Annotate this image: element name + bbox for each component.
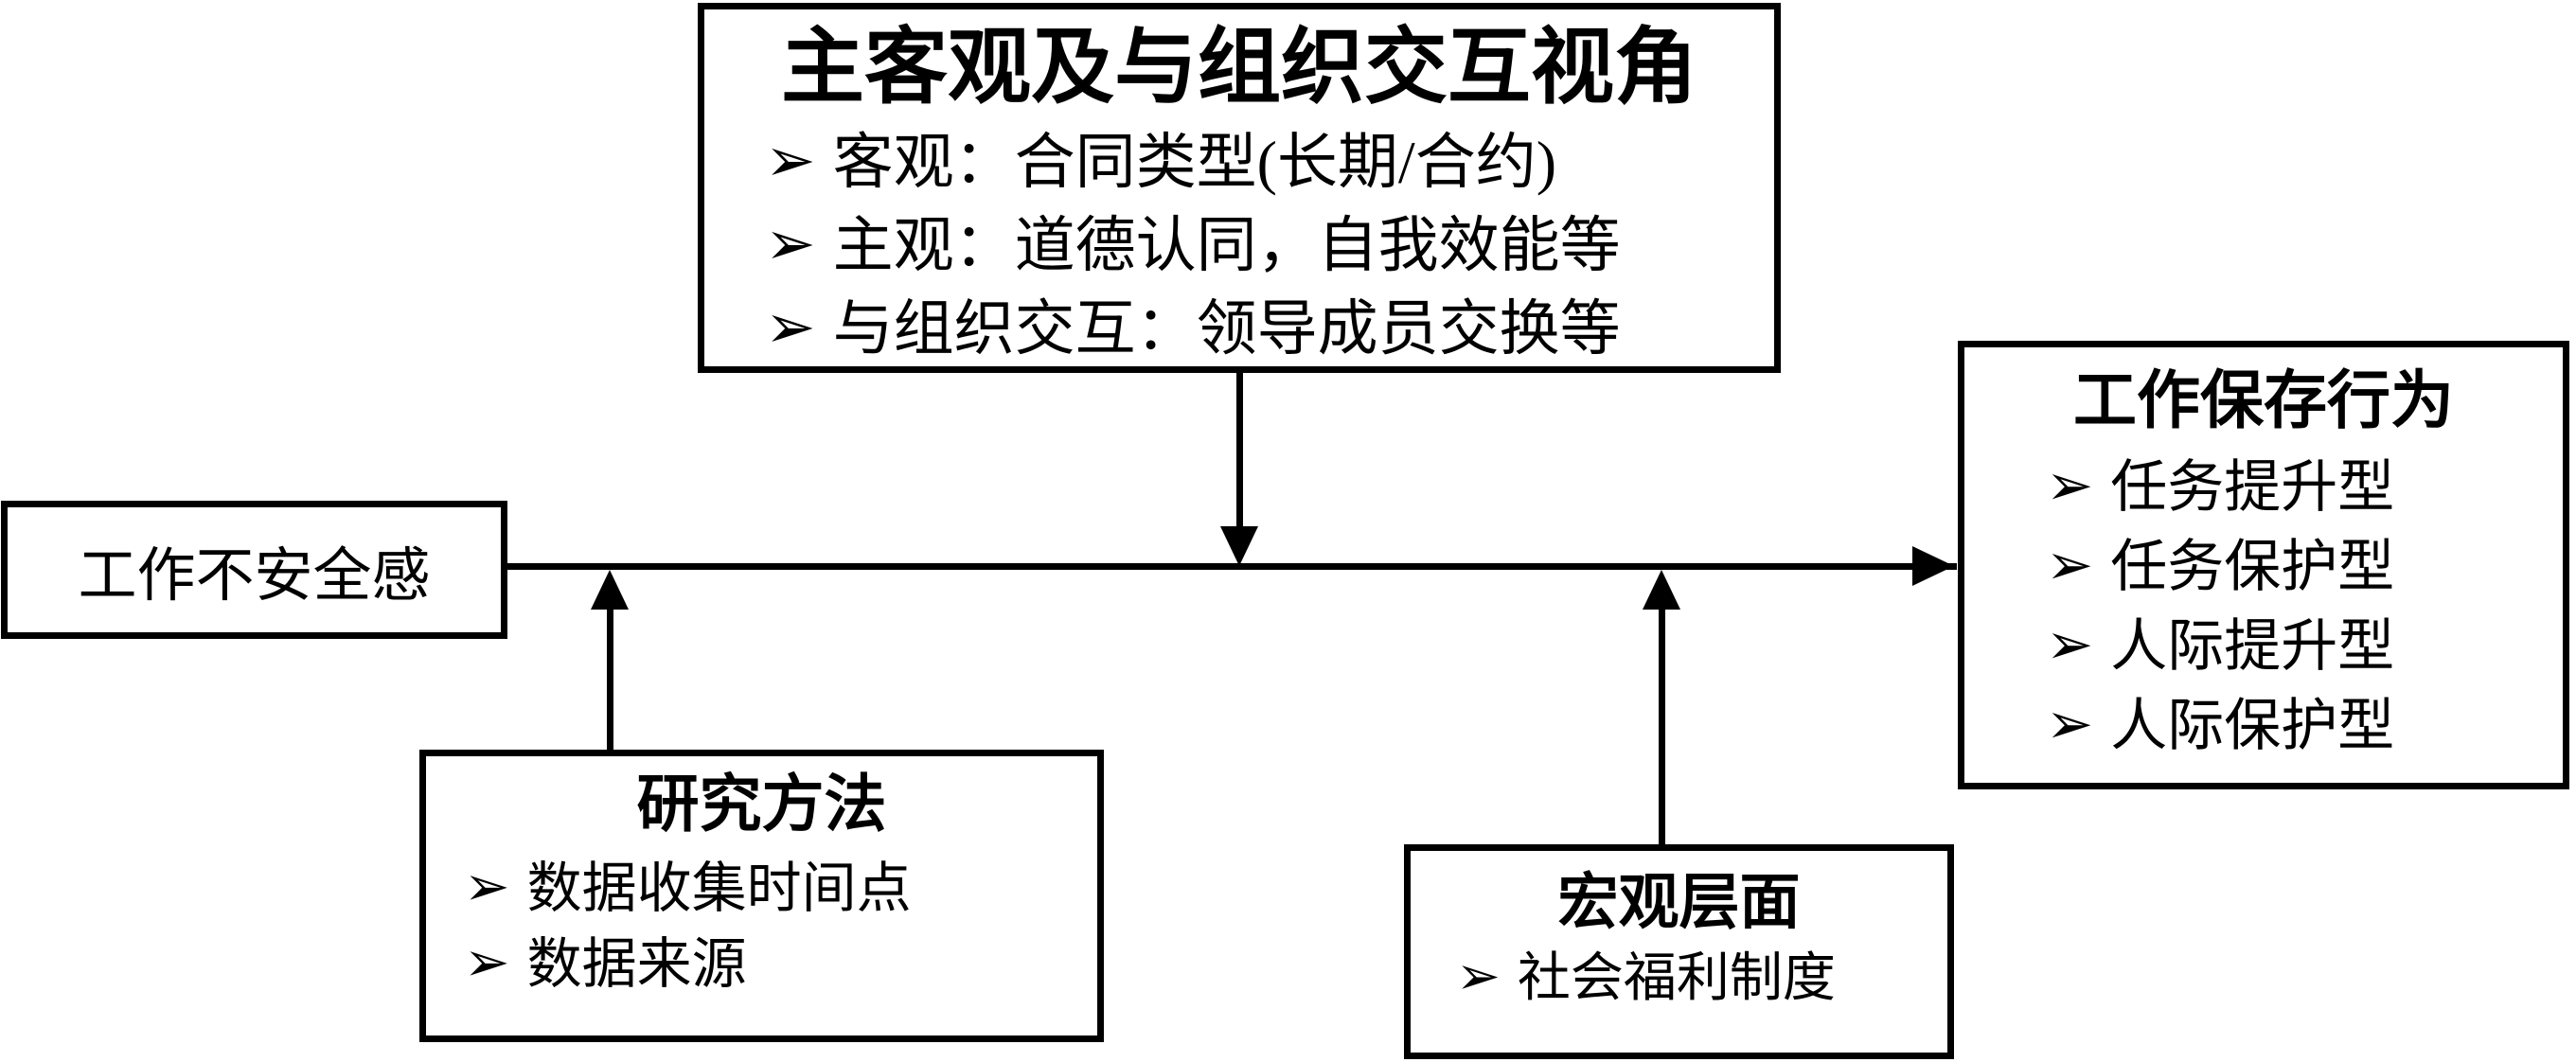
insecurity-box-label: 工作不安全感	[78, 544, 431, 609]
bullet-arrow-icon: ➢	[2046, 613, 2094, 676]
perspective-box: 主客观及与组织交互视角 ➢客观：合同类型(长期/合约) ➢主观：道德认同，自我效…	[698, 3, 1781, 373]
bullet-arrow-icon: ➢	[2046, 693, 2094, 755]
perspective-box-items: ➢客观：合同类型(长期/合约) ➢主观：道德认同，自我效能等 ➢与组织交互：领导…	[704, 121, 1774, 371]
bullet-item-label: 数据来源	[526, 933, 747, 995]
bullet-item: ➢ 任务保护型	[2046, 527, 2563, 607]
bullet-item: ➢ 人际保护型	[2046, 686, 2563, 766]
method-box-title: 研究方法	[636, 769, 887, 839]
bullet-arrow-icon: ➢	[1456, 947, 1501, 1006]
bullet-arrow-icon: ➢	[765, 210, 816, 277]
macro-box: 宏观层面 ➢ 社会福利制度	[1404, 844, 1954, 1059]
bullet-arrow-icon: ➢	[464, 856, 510, 917]
bullet-arrow-icon: ➢	[2046, 534, 2094, 596]
perspective-arrow-shaft	[1236, 372, 1243, 531]
behavior-box: 工作保存行为 ➢ 任务提升型 ➢ 任务保护型 ➢ 人际提升型 ➢ 人际保护型	[1958, 341, 2569, 789]
bullet-item: ➢ 数据收集时间点	[464, 851, 1097, 927]
bullet-item: ➢ 任务提升型	[2046, 448, 2563, 527]
method-box-items: ➢ 数据收集时间点 ➢ 数据来源	[426, 851, 1097, 1002]
bullet-item: ➢与组织交互：领导成员交换等	[765, 288, 1774, 371]
insecurity-box: 工作不安全感	[1, 501, 507, 639]
method-box: 研究方法 ➢ 数据收集时间点 ➢ 数据来源	[419, 750, 1104, 1042]
bullet-item-label: 客观：合同类型(长期/合约)	[832, 129, 1557, 196]
method-arrow-head-icon	[591, 570, 629, 610]
bullet-item-label: 社会福利制度	[1517, 949, 1836, 1008]
macro-box-items: ➢ 社会福利制度	[1411, 942, 1947, 1016]
main-arrow-line	[506, 563, 1957, 570]
bullet-item: ➢客观：合同类型(长期/合约)	[765, 121, 1774, 204]
bullet-arrow-icon: ➢	[2046, 454, 2094, 517]
behavior-box-title: 工作保存行为	[2073, 365, 2454, 436]
macro-arrow-head-icon	[1643, 570, 1680, 610]
main-arrow-head-icon	[1912, 546, 1954, 586]
bullet-item: ➢ 人际提升型	[2046, 607, 2563, 686]
bullet-item-label: 主观：道德认同，自我效能等	[832, 212, 1621, 279]
macro-box-title: 宏观层面	[1557, 868, 1801, 936]
bullet-arrow-icon: ➢	[765, 293, 816, 361]
bullet-item-label: 任务保护型	[2110, 536, 2395, 598]
bullet-item-label: 数据收集时间点	[526, 858, 912, 919]
perspective-arrow-head-icon	[1220, 526, 1258, 566]
bullet-arrow-icon: ➢	[464, 931, 510, 993]
method-arrow-shaft	[607, 606, 613, 750]
perspective-box-title: 主客观及与组织交互视角	[780, 20, 1697, 114]
bullet-item-label: 任务提升型	[2110, 456, 2395, 519]
bullet-item: ➢ 数据来源	[464, 927, 1097, 1002]
bullet-item: ➢ 社会福利制度	[1456, 942, 1947, 1016]
bullet-item: ➢主观：道德认同，自我效能等	[765, 204, 1774, 288]
bullet-item-label: 与组织交互：领导成员交换等	[832, 295, 1621, 363]
behavior-box-items: ➢ 任务提升型 ➢ 任务保护型 ➢ 人际提升型 ➢ 人际保护型	[1964, 448, 2563, 766]
bullet-item-label: 人际提升型	[2110, 615, 2395, 678]
macro-arrow-shaft	[1659, 606, 1665, 844]
bullet-item-label: 人际保护型	[2110, 695, 2395, 757]
bullet-arrow-icon: ➢	[765, 127, 816, 194]
